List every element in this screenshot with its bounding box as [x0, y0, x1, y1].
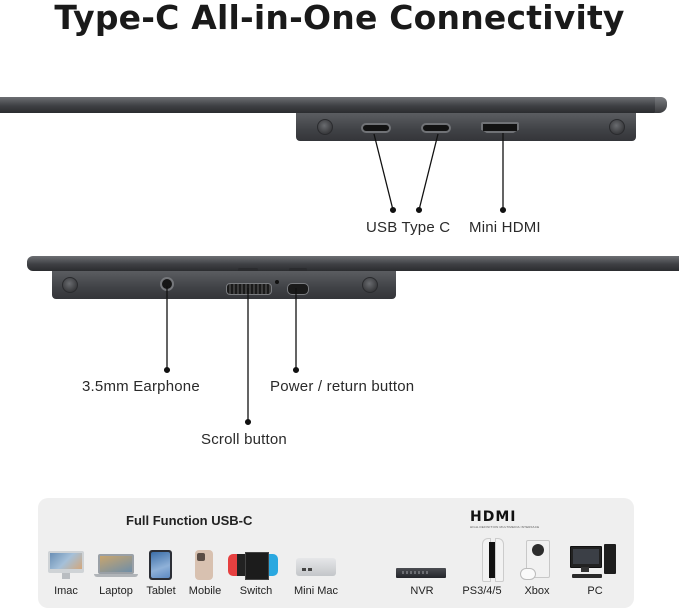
- top-port-module: [296, 113, 636, 141]
- monitor-top-edge-tip: [655, 97, 667, 113]
- usb-c-leader-dot-1: [389, 206, 397, 214]
- mobile-icon: [195, 550, 213, 580]
- screw-icon: [609, 119, 625, 135]
- device-label-ps: PS3/4/5: [462, 585, 502, 597]
- device-label-mobile: Mobile: [188, 585, 222, 597]
- device-label-mini-mac: Mini Mac: [293, 585, 338, 597]
- screw-icon: [362, 277, 378, 293]
- usb-c-leader-dot-2: [415, 206, 423, 214]
- power-leader-dot: [292, 366, 300, 374]
- device-label-switch: Switch: [239, 585, 273, 597]
- scroll-leader-dot: [244, 418, 252, 426]
- pc-icon: [570, 544, 622, 580]
- label-mini-hdmi: Mini HDMI: [469, 219, 541, 236]
- xbox-icon: [520, 540, 554, 580]
- earphone-leader-dot: [163, 366, 171, 374]
- usb-c-leader-line-2: [418, 133, 439, 211]
- screw-icon: [62, 277, 78, 293]
- power-button-top-hint: [289, 268, 307, 271]
- device-label-xbox: Xbox: [524, 585, 550, 597]
- indicator-led-icon: [275, 280, 279, 284]
- device-label-imac: Imac: [54, 585, 78, 597]
- monitor-bottom-edge: [27, 256, 679, 271]
- device-label-laptop: Laptop: [99, 585, 133, 597]
- hdmi-logo: HDMI HIGH-DEFINITION MULTIMEDIA INTERFAC…: [470, 509, 540, 529]
- switch-icon: [228, 552, 278, 580]
- device-label-nvr: NVR: [410, 585, 434, 597]
- power-button-icon: [287, 283, 309, 295]
- monitor-top-edge: [0, 97, 660, 113]
- page-title: Type-C All-in-One Connectivity: [54, 0, 625, 37]
- ps5-icon: [480, 538, 504, 582]
- device-label-tablet: Tablet: [146, 585, 176, 597]
- tablet-icon: [149, 550, 172, 580]
- device-label-pc: PC: [587, 585, 603, 597]
- usb-c-leader-line-1: [373, 133, 394, 211]
- nvr-icon: [396, 568, 446, 578]
- scroll-button-top-hint: [238, 268, 258, 271]
- hdmi-leader-dot: [499, 206, 507, 214]
- usb-c-port-icon: [421, 123, 451, 133]
- laptop-icon: [94, 554, 138, 578]
- imac-icon: [48, 551, 84, 581]
- label-earphone: 3.5mm Earphone: [82, 378, 200, 395]
- compatibility-panel: Full Function USB-C HDMI HIGH-DEFINITION…: [38, 498, 634, 608]
- label-scroll-button: Scroll button: [201, 431, 287, 448]
- usb-c-port-icon: [361, 123, 391, 133]
- label-usb-type-c: USB Type C: [366, 219, 451, 236]
- scroll-wheel-icon: [226, 283, 272, 295]
- bottom-port-module: [52, 271, 396, 299]
- mini-hdmi-port-icon: [481, 122, 519, 133]
- label-power-button: Power / return button: [270, 378, 415, 395]
- screw-icon: [317, 119, 333, 135]
- mini-mac-icon: [296, 558, 336, 576]
- usb-c-heading: Full Function USB-C: [126, 513, 253, 528]
